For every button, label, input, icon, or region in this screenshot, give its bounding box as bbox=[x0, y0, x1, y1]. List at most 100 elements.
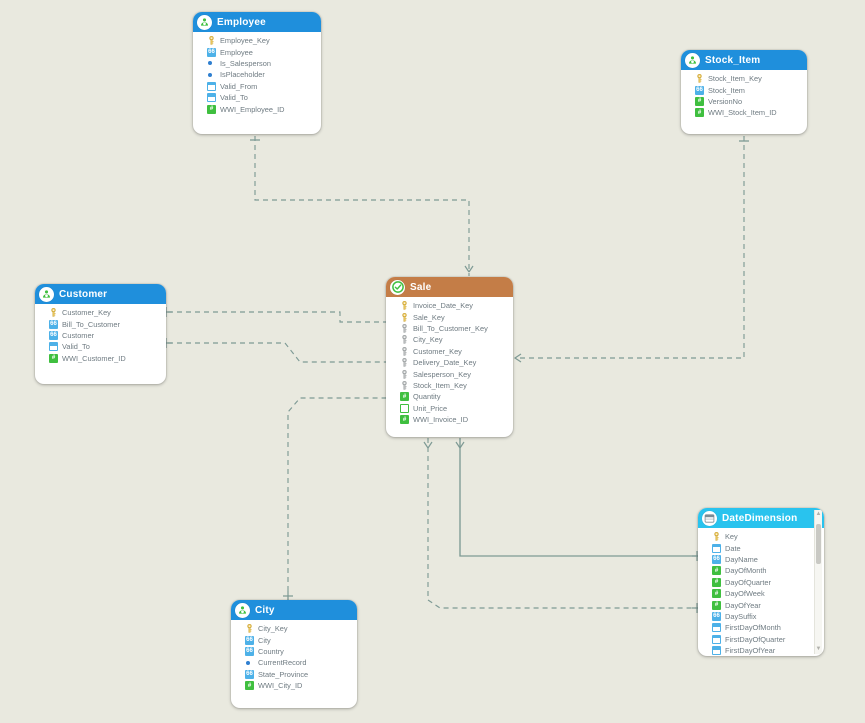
field-label: Customer_Key bbox=[413, 346, 462, 356]
field-row[interactable]: #WWI_City_ID bbox=[231, 680, 357, 691]
field-label: Bill_To_Customer_Key bbox=[413, 323, 488, 333]
field-label: Salesperson_Key bbox=[413, 369, 471, 379]
field-row[interactable]: #Quantity bbox=[386, 391, 513, 402]
field-row[interactable]: #WWI_Invoice_ID bbox=[386, 414, 513, 425]
field-row[interactable]: Sale_Key bbox=[386, 311, 513, 322]
field-label: City bbox=[258, 635, 271, 645]
string-icon: 66 bbox=[712, 611, 721, 621]
number-icon: # bbox=[695, 96, 704, 106]
key-grey-icon bbox=[400, 358, 409, 367]
field-row[interactable]: City_Key bbox=[386, 334, 513, 345]
field-row[interactable]: #DayOfMonth bbox=[698, 565, 824, 576]
key-gold-icon bbox=[400, 312, 409, 322]
table-icon bbox=[702, 510, 717, 526]
key-grey-icon bbox=[400, 323, 409, 333]
field-row[interactable]: Delivery_Date_Key bbox=[386, 357, 513, 368]
check-circle-icon bbox=[390, 279, 405, 295]
table-header-city[interactable]: City bbox=[231, 600, 357, 620]
number-icon: # bbox=[245, 681, 254, 691]
field-label: Stock_Item_Key bbox=[413, 380, 467, 390]
field-label: Customer_Key bbox=[62, 308, 111, 318]
table-header-datedimension[interactable]: DateDimension bbox=[698, 508, 824, 528]
field-row[interactable]: #VersionNo bbox=[681, 96, 807, 107]
string-icon: 66 bbox=[695, 85, 704, 95]
field-label: Valid_From bbox=[220, 81, 258, 91]
field-row[interactable]: 66 City bbox=[231, 634, 357, 645]
string-icon: 66 bbox=[245, 646, 254, 656]
table-header-employee[interactable]: Employee bbox=[193, 12, 321, 32]
field-row[interactable]: Customer_Key bbox=[386, 346, 513, 357]
date-icon bbox=[712, 543, 721, 553]
field-row[interactable]: FirstDayOfMonth bbox=[698, 622, 824, 633]
field-row[interactable]: Stock_Item_Key bbox=[681, 73, 807, 84]
field-row[interactable]: 66 State_Province bbox=[231, 669, 357, 680]
string-icon: 66 bbox=[245, 669, 254, 679]
date-icon bbox=[712, 634, 721, 644]
vertical-scrollbar[interactable]: ▲▼ bbox=[814, 510, 822, 654]
scroll-down-icon[interactable]: ▼ bbox=[815, 646, 822, 652]
field-row[interactable]: Salesperson_Key bbox=[386, 368, 513, 379]
table-header-customer[interactable]: Customer bbox=[35, 284, 166, 304]
field-label: Customer bbox=[62, 330, 95, 340]
table-header-stock_item[interactable]: Stock_Item bbox=[681, 50, 807, 70]
field-label: WWI_Employee_ID bbox=[220, 104, 285, 114]
field-row[interactable]: FirstDayOfQuarter bbox=[698, 634, 824, 645]
number-icon: # bbox=[695, 108, 704, 118]
table-header-sale[interactable]: Sale bbox=[386, 277, 513, 297]
field-row[interactable]: ◈Unit_Price bbox=[386, 403, 513, 414]
field-row[interactable]: #WWI_Stock_Item_ID bbox=[681, 107, 807, 118]
string-icon: 66 bbox=[207, 47, 216, 57]
field-row[interactable]: Valid_From bbox=[193, 81, 321, 92]
field-row[interactable]: Key bbox=[698, 531, 824, 542]
field-label: DayOfYear bbox=[725, 600, 761, 610]
field-label: Valid_To bbox=[62, 342, 90, 352]
field-row[interactable]: Bill_To_Customer_Key bbox=[386, 323, 513, 334]
field-row[interactable]: Valid_To bbox=[193, 92, 321, 103]
field-row[interactable]: #WWI_Employee_ID bbox=[193, 103, 321, 114]
field-row[interactable]: Valid_To bbox=[35, 341, 166, 352]
field-row[interactable]: #DayOfWeek bbox=[698, 588, 824, 599]
field-row[interactable]: CurrentRecord bbox=[231, 657, 357, 668]
field-label: DaySuffix bbox=[725, 611, 757, 621]
field-row[interactable]: City_Key bbox=[231, 623, 357, 634]
field-row[interactable]: 66 DaySuffix bbox=[698, 611, 824, 622]
field-label: DayOfMonth bbox=[725, 566, 767, 576]
field-row[interactable]: Employee_Key bbox=[193, 35, 321, 46]
boolean-icon bbox=[207, 70, 216, 80]
field-row[interactable]: Stock_Item_Key bbox=[386, 380, 513, 391]
field-row[interactable]: IsPlaceholder bbox=[193, 69, 321, 80]
field-row[interactable]: #WWI_Customer_ID bbox=[35, 353, 166, 364]
field-row[interactable]: Invoice_Date_Key bbox=[386, 300, 513, 311]
field-label: DayName bbox=[725, 554, 758, 564]
field-label: Invoice_Date_Key bbox=[413, 301, 473, 311]
field-row[interactable]: FirstDayOfYear bbox=[698, 645, 824, 656]
scroll-thumb[interactable] bbox=[816, 524, 821, 564]
field-row[interactable]: #DayOfYear bbox=[698, 599, 824, 610]
field-row[interactable]: Customer_Key bbox=[35, 307, 166, 318]
string-icon: 66 bbox=[245, 635, 254, 645]
field-label: State_Province bbox=[258, 669, 309, 679]
field-row[interactable]: #DayOfQuarter bbox=[698, 577, 824, 588]
field-row[interactable]: Is_Salesperson bbox=[193, 58, 321, 69]
field-row[interactable]: Date bbox=[698, 542, 824, 553]
date-icon bbox=[712, 623, 721, 633]
scroll-up-icon[interactable]: ▲ bbox=[815, 511, 822, 517]
people-icon bbox=[235, 602, 250, 618]
money-icon: ◈ bbox=[400, 403, 409, 413]
string-icon: 66 bbox=[49, 319, 58, 329]
field-label: IsPlaceholder bbox=[220, 70, 265, 80]
